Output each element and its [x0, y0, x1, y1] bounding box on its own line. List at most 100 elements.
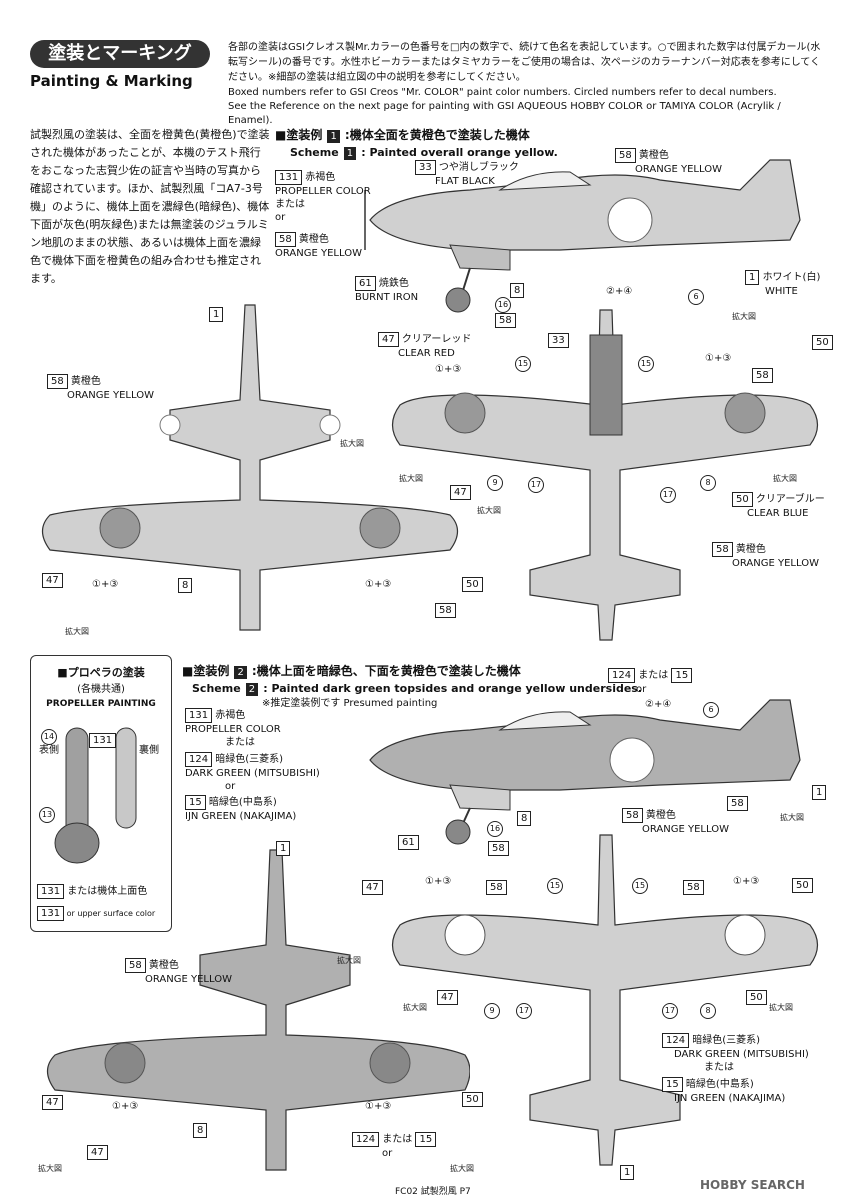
s2b-c50b: 50 — [746, 985, 767, 1005]
scheme1-title-jp: :機体全面を黄橙色で塗装した機体 — [344, 128, 530, 142]
intro-en: Boxed numbers refer to GSI Creos "Mr. CO… — [228, 86, 828, 128]
scheme2-title-jp: :機体上面を暗緑色、下面を黄橙色で塗装した機体 — [251, 664, 521, 678]
s2-d6: 6 — [703, 697, 719, 718]
s2b-d9: 9 — [484, 998, 500, 1019]
s1b-zoom: 拡大図 — [732, 312, 756, 321]
s2-c58-en: ORANGE YELLOW — [642, 824, 729, 835]
s2b-d1-3-l: ①+③ — [425, 876, 452, 887]
s1b-d15-r: 15 — [638, 351, 654, 372]
prop-title-jp: ■プロペラの塗装 — [57, 666, 145, 679]
s2t-c1: 1 — [276, 836, 291, 856]
s1b-c47-en: CLEAR RED — [398, 348, 455, 359]
s1b-c50-jp: クリアーブルー — [755, 494, 825, 505]
page-footer: FC02 試製烈風 P7 — [395, 1187, 471, 1197]
s2b-c47: 47 — [437, 985, 458, 1005]
s2t-c47c: 47 — [87, 1140, 108, 1160]
s1t-d8: 8 — [178, 573, 193, 593]
s2b-d17: 17 — [516, 998, 532, 1019]
s1-d8-box: 8 — [510, 278, 525, 298]
s2b-c15-box: 15 — [662, 1077, 683, 1092]
s1b-c50-box: 50 — [732, 492, 753, 507]
intro-en-line2: See the Reference on the next page for p… — [228, 101, 781, 126]
section-title-en: Painting & Marking — [30, 72, 193, 90]
s1t-c58: 58 黄橙色 ORANGE YELLOW — [47, 374, 154, 402]
s2t-zoom3: 拡大図 — [450, 1164, 474, 1173]
s2b-d15-r: 15 — [632, 873, 648, 894]
s2b-c58-r: 58 — [683, 875, 704, 895]
scheme2-title-en-row: Scheme 2 : Painted dark green topsides a… — [192, 677, 642, 696]
s2t-d1-3-r: ①+③ — [365, 1101, 392, 1112]
s1b-d1-3-right: ①+③ — [705, 353, 732, 364]
scheme2-en-number: 2 — [245, 683, 259, 696]
s1-c131-box: 131 — [275, 170, 303, 185]
s1b-d8: 8 — [700, 470, 716, 491]
s2t-c58-jp: 黄橙色 — [148, 960, 179, 971]
s2t-c58-en: ORANGE YELLOW — [145, 974, 232, 985]
s2-c1: 1 — [812, 780, 827, 800]
intro-jp: 各部の塗装はGSIクレオス製Mr.カラーの色番号を□内の数字で、続けて色名を表記… — [228, 42, 821, 83]
s1b-c50: 50 — [812, 330, 833, 350]
s2-c15-jp: 暗緑色(中島系) — [208, 797, 277, 808]
scheme1-side-view — [364, 159, 801, 313]
s2-c15-en: IJN GREEN (NAKAJIMA) — [185, 811, 297, 822]
propeller-blades — [54, 727, 137, 864]
s2-c124-or-box: 124 — [608, 668, 636, 683]
s1-c131-en: PROPELLER COLOR — [275, 186, 371, 197]
prop-title-jp2: (各機共通) — [77, 684, 125, 695]
s2b-c124: 124 暗緑色(三菱系) DARK GREEN (MITSUBISHI) または — [662, 1033, 809, 1074]
s2-c131-jp: 赤褐色 — [215, 710, 246, 721]
s1t-d1-3-left: ①+③ — [92, 579, 119, 590]
s2b-c58-l: 58 — [486, 875, 507, 895]
s2b-d17-r: 17 — [662, 998, 678, 1019]
description: 試製烈風の塗装は、全面を橙黄色(黄橙色)で塗装された機体があったことが、本機のテ… — [30, 128, 270, 285]
s2b-d1-3-r: ①+③ — [733, 876, 760, 887]
s2t-or-row: 124 または 15 or — [352, 1132, 437, 1160]
s1b-c47-box: 47 — [378, 332, 399, 347]
s2b-c50: 50 — [792, 873, 813, 893]
scheme1-title-en-row: Scheme 1 : Painted overall orange yellow… — [290, 141, 558, 160]
s1-or-en: or — [275, 212, 286, 223]
prop-upper-en: or upper surface color — [66, 909, 156, 918]
scheme1-top-view — [41, 304, 459, 631]
s2-c58-jp: 黄橙色 — [645, 810, 676, 821]
s1-c61: 61 焼鉄色 BURNT IRON — [355, 276, 418, 304]
s1t-c58-bottom: 58 — [435, 598, 456, 618]
s2t-or-jp: または — [382, 1134, 413, 1145]
s2b-c124-en: DARK GREEN (MITSUBISHI) — [674, 1049, 809, 1060]
prop-upper-en-row: 131 or upper surface color — [37, 906, 155, 921]
s2-c61: 61 — [398, 830, 419, 850]
s2t-zoom: 拡大図 — [337, 956, 361, 965]
s2b-zoom: 拡大図 — [780, 813, 804, 822]
s2b-zoom-r: 拡大図 — [769, 1003, 793, 1012]
scheme1-en-prefix: Scheme — [290, 146, 339, 159]
section-title-jp: 塗装とマーキング — [30, 40, 210, 68]
s2-c124-or: 124 または 15 or — [608, 668, 693, 696]
prop-front: 表側 — [39, 745, 59, 756]
s1-c1-box: 1 — [745, 270, 760, 285]
s1b-c47-jp: クリアーレッド — [401, 334, 472, 345]
s1b-c58: 58 — [752, 363, 773, 383]
s1b-c58-lower-jp: 黄橙色 — [735, 544, 766, 555]
s2-c131: 131 赤褐色 PROPELLER COLOR または — [185, 708, 281, 749]
s1-c61-jp: 焼鉄色 — [378, 278, 409, 289]
s1-d6: 6 — [688, 284, 704, 305]
s1t-c58-en: ORANGE YELLOW — [67, 390, 154, 401]
scheme1-en-number: 1 — [343, 147, 357, 160]
s1b-c58-lower-en: ORANGE YELLOW — [732, 558, 819, 569]
s2-c58: 58 黄橙色 ORANGE YELLOW — [622, 808, 729, 836]
s1-c58-jp: 黄橙色 — [298, 234, 329, 245]
s1-c58-en: ORANGE YELLOW — [275, 248, 362, 259]
s1-c33: 33 つや消しブラック FLAT BLACK — [415, 160, 519, 188]
scheme2-number: 2 — [234, 666, 247, 679]
s1b-zoom-left: 拡大図 — [399, 474, 423, 483]
s1-c33-jp: つや消しブラック — [438, 162, 519, 173]
s2t-c50: 50 — [462, 1087, 483, 1107]
s2t-c58-box: 58 — [125, 958, 146, 973]
s1-c58-side: 58 黄橙色 ORANGE YELLOW — [275, 232, 362, 260]
s1b-d9: 9 — [487, 470, 503, 491]
scheme1-number: 1 — [327, 130, 340, 143]
s2b-c1: 1 — [620, 1160, 635, 1180]
s2t-d8: 8 — [193, 1118, 208, 1138]
s1b-c33: 33 — [548, 328, 569, 348]
prop-c131-box2: 131 — [37, 884, 65, 899]
